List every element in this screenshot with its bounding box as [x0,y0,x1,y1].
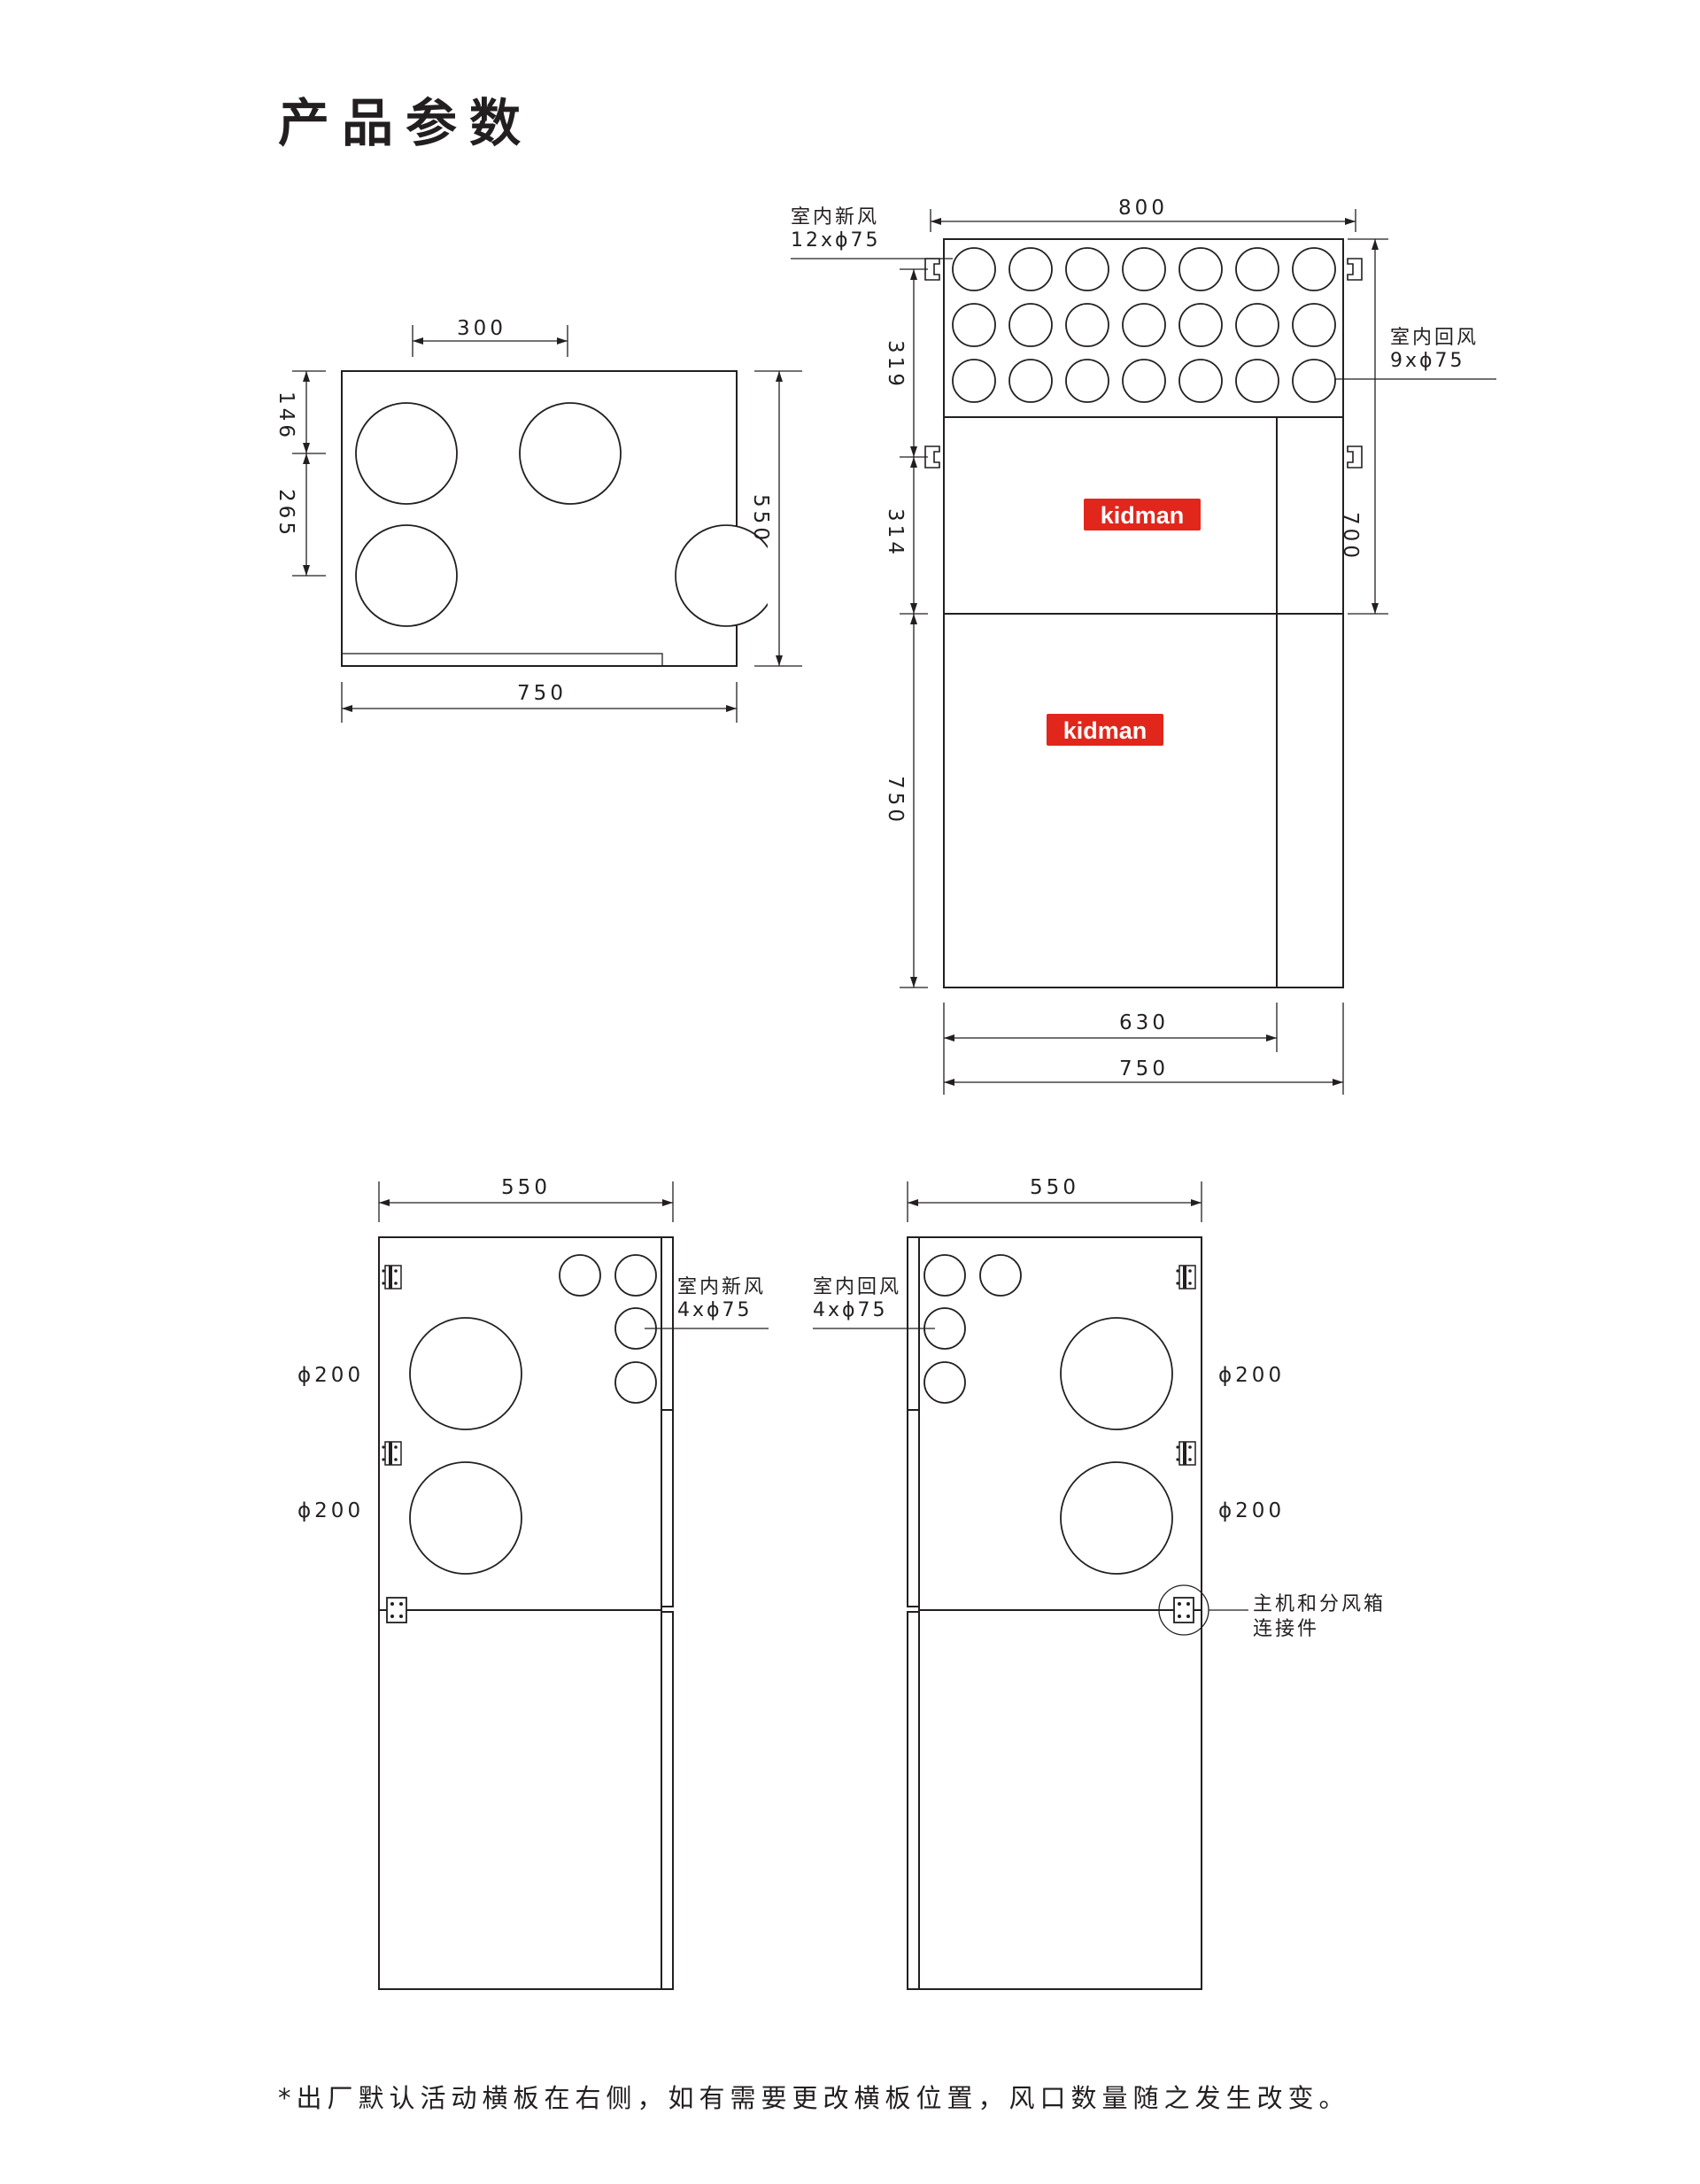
side-view-right: 主机和分风箱 连接件 ϕ200 ϕ200 室内回风 4xϕ75 550 [813,1176,1386,1990]
side-view-left: ϕ200 ϕ200 室内新风 4xϕ75 550 [298,1176,769,1990]
port [1235,247,1279,291]
port [1178,303,1223,347]
dim-h2: 314 [884,508,907,558]
duct-port-200 [1060,1317,1173,1430]
port [1122,303,1166,347]
port [1122,247,1166,291]
port-grid [952,247,1336,403]
port [1178,247,1223,291]
connector-clip-icon [1347,445,1363,469]
port [1292,359,1336,403]
lower-unit [943,613,1344,988]
port [923,1361,966,1404]
connector-icon [1173,1597,1194,1623]
dim-width: 550 [501,1176,551,1199]
return-air-label: 室内回风 [813,1276,901,1298]
footnote: *出厂默认活动横板在右侧，如有需要更改横板位置，风口数量随之发生改变。 [278,2083,1350,2113]
port [1065,303,1109,347]
return-air-spec: 9xϕ75 [1390,350,1465,372]
port [1065,359,1109,403]
port [1292,247,1336,291]
top-view: 300 146 265 550 750 [274,317,802,723]
hinge-icon [1175,1441,1196,1466]
port [952,247,996,291]
port [979,1254,1022,1297]
svg-text:kidman: kidman [1063,717,1148,744]
port [952,359,996,403]
connector-label: 主机和分风箱 [1253,1593,1386,1615]
port [559,1254,601,1297]
port [1178,359,1223,403]
duct-port-200 [409,1461,522,1575]
port [1008,303,1053,347]
side-unit-outline [918,1236,1202,1990]
kidman-logo: kidman [1084,499,1201,531]
top-view-base-plate [341,653,663,667]
hinge-icon [381,1441,402,1466]
hinge-icon [381,1265,402,1289]
port [614,1254,657,1297]
svg-text:kidman: kidman [1101,502,1185,529]
dim-middle: 265 [274,489,298,538]
duct-port [355,402,458,505]
port-dim: ϕ200 [1218,1364,1285,1387]
dim-w-outer: 750 [1119,1057,1169,1080]
port [1122,359,1166,403]
fresh-air-spec: 4xϕ75 [677,1299,753,1321]
port-dim: ϕ200 [298,1499,364,1522]
dim-width: 750 [517,682,567,705]
port [1292,303,1336,347]
dim-top: 146 [274,391,298,441]
duct-port [355,524,458,627]
port [1235,303,1279,347]
dim-height: 550 [749,494,772,544]
duct-port-200 [409,1317,522,1430]
page-title: 产品参数 [278,93,534,153]
port [1065,247,1109,291]
port [614,1361,657,1404]
dim-h-right: 700 [1339,512,1362,561]
fresh-air-label: 室内新风 [791,206,879,228]
dim-width-top: 800 [1118,197,1168,220]
dim-w-inner: 630 [1119,1011,1169,1034]
port [1008,247,1053,291]
front-view: kidman kidman 800 室内新风 12xϕ75 室内回风 9xϕ75… [791,197,1496,1095]
fresh-air-spec: 12xϕ75 [791,229,881,252]
return-air-spec: 4xϕ75 [813,1299,888,1321]
connector-clip-icon [1347,258,1363,281]
hinge-icon [1175,1265,1196,1289]
dim-spacing: 300 [457,317,506,340]
connector-icon [386,1597,407,1623]
port [952,303,996,347]
duct-port-200 [1060,1461,1173,1575]
dim-h3: 750 [884,776,907,825]
port [1235,359,1279,403]
port-dim: ϕ200 [298,1364,364,1387]
dim-h1: 319 [884,340,907,390]
port [923,1254,966,1297]
duct-port [519,402,622,505]
connector-label: 连接件 [1253,1618,1319,1640]
dim-width: 550 [1030,1176,1079,1199]
return-air-label: 室内回风 [1390,327,1479,349]
fresh-air-label: 室内新风 [677,1276,766,1298]
port [1008,359,1053,403]
kidman-logo: kidman [1047,714,1163,746]
port-dim: ϕ200 [1218,1499,1285,1522]
